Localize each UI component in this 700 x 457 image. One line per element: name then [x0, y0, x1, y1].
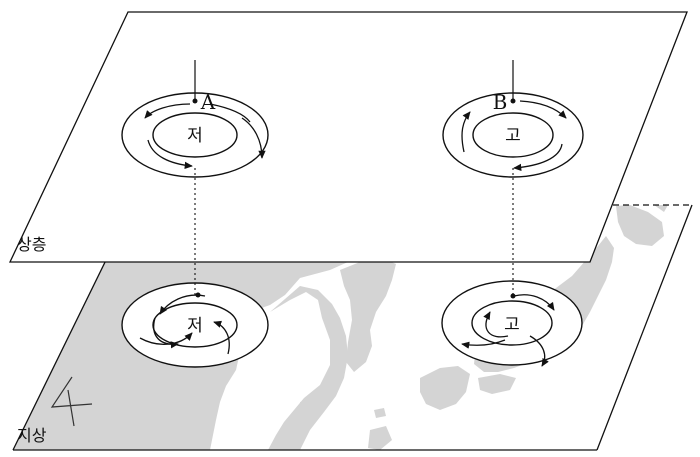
surface-plane: 지상 저 고: [12, 204, 693, 451]
surface-high-label: 고: [504, 315, 520, 335]
upper-layer-label: 상층: [17, 235, 46, 254]
surface-low-label: 저: [187, 316, 203, 336]
point-b-label: B: [493, 90, 508, 114]
surface-low-pressure-system: 저: [121, 282, 269, 368]
point-a-label: A: [200, 90, 216, 114]
surface-high-pressure-system: 고: [441, 280, 583, 367]
handwritten-mark: [50, 376, 93, 427]
upper-low-label: 저: [187, 126, 203, 146]
vertical-connectors: [194, 60, 514, 296]
upper-high-label: 고: [505, 126, 521, 146]
upper-high-pressure-system: 고 B: [442, 90, 584, 178]
upper-plane: 상층 저 A 고 B: [8, 11, 688, 263]
surface-layer-label: 지상: [17, 426, 47, 445]
